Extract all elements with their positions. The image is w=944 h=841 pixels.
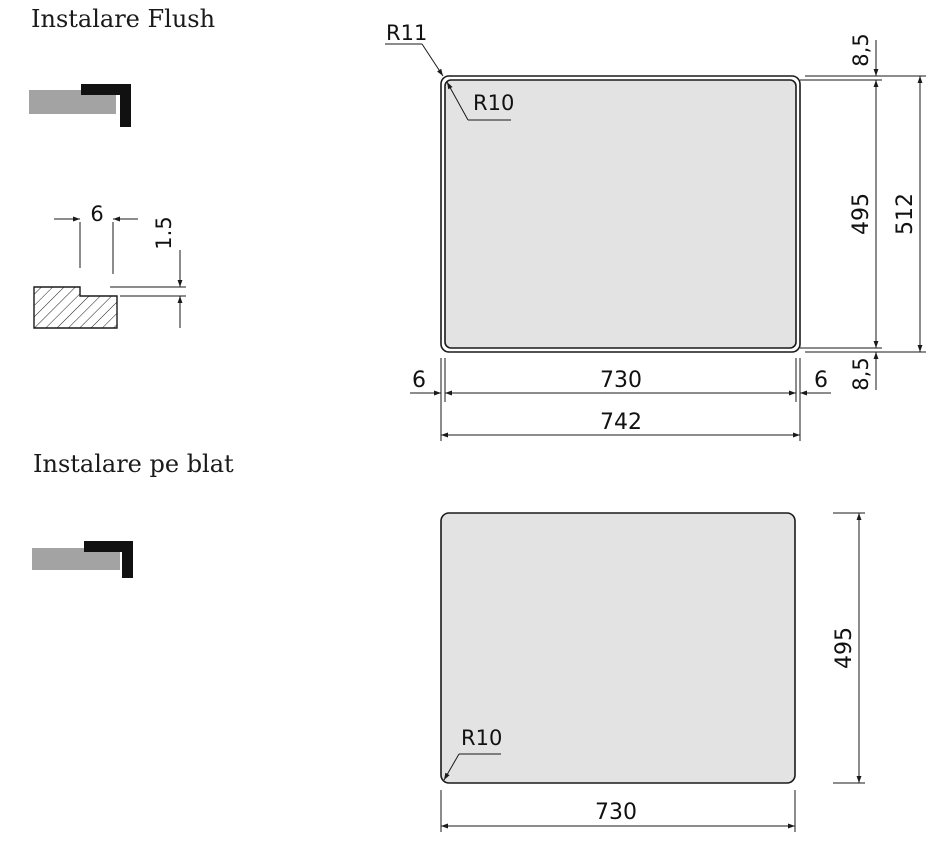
corner-leader [443, 753, 460, 781]
sink-rim-profile [84, 541, 133, 578]
height-outer-label: 512 [893, 193, 918, 235]
rebate-hatched-section [33, 286, 118, 329]
countertop-slab [32, 548, 120, 570]
countertop-section-title: Instalare pe blat [33, 450, 234, 478]
corner-label: R10 [461, 726, 502, 750]
rebate-depth-label: 1.5 [152, 216, 176, 249]
top-margin-label: 8,5 [849, 33, 873, 66]
flush-plan-drawing: R11 R10 730 6 6 742 495 512 [385, 21, 926, 441]
flush-install-icon [29, 84, 131, 127]
flush-section-title: Instalare Flush [31, 5, 215, 33]
r10-label: R10 [473, 91, 514, 115]
right-margin-label: 6 [814, 368, 828, 393]
sink-panel [440, 512, 796, 784]
sink-edge-profile [81, 84, 131, 127]
r11-label: R11 [386, 21, 427, 45]
sink-panel [444, 79, 797, 349]
rebate-detail: 6 1.5 [33, 202, 186, 329]
width-inner-label: 730 [600, 368, 642, 393]
left-margin-label: 6 [412, 368, 426, 393]
countertop-install-icon [32, 541, 133, 578]
countertop-plan-drawing: R10 730 495 [440, 512, 865, 832]
r11-leader [421, 43, 444, 77]
height-inner-label: 495 [849, 193, 874, 235]
r10-leader [446, 81, 469, 121]
width-outer-label: 742 [600, 410, 642, 435]
rebate-width-label: 6 [90, 202, 103, 226]
bottom-margin-label: 8,5 [849, 357, 873, 390]
width-label: 730 [595, 800, 637, 825]
height-label: 495 [832, 627, 857, 669]
